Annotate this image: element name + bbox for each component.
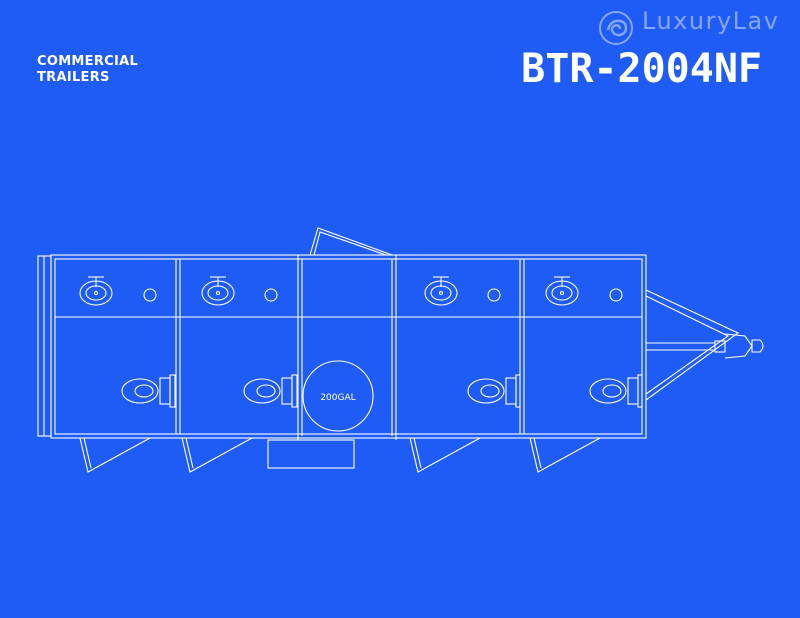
category-label: COMMERCIAL TRAILERS xyxy=(37,54,138,86)
hand-dryer-2 xyxy=(264,288,278,302)
rear-bumper xyxy=(37,255,52,437)
toilet-2 xyxy=(243,374,298,408)
center-mechanical-bay xyxy=(248,227,410,469)
trailer-hitch xyxy=(645,289,764,401)
brand-name: LuxuryLav xyxy=(642,7,780,35)
category-line-2: TRAILERS xyxy=(37,70,110,85)
hand-dryer-1 xyxy=(143,288,157,302)
restroom-doors xyxy=(79,437,601,473)
brand-swirl-icon xyxy=(599,11,633,45)
sink-1 xyxy=(79,276,113,306)
toilet-1 xyxy=(121,374,176,408)
hand-dryer-3 xyxy=(487,288,501,302)
tank-capacity-label: 200GAL xyxy=(320,393,355,403)
sink-2 xyxy=(201,276,235,306)
sink-3 xyxy=(424,276,458,306)
trailer-body xyxy=(50,254,647,439)
toilet-4 xyxy=(589,374,643,408)
model-title: BTR-2004NF xyxy=(521,46,762,92)
toilet-3 xyxy=(467,374,521,408)
partition-walls xyxy=(175,259,525,434)
category-line-1: COMMERCIAL xyxy=(37,54,139,69)
sink-4 xyxy=(545,276,579,306)
brand-logo: LuxuryLav xyxy=(598,6,788,50)
water-tank: 200GAL xyxy=(302,360,374,432)
hand-dryer-4 xyxy=(609,288,623,302)
